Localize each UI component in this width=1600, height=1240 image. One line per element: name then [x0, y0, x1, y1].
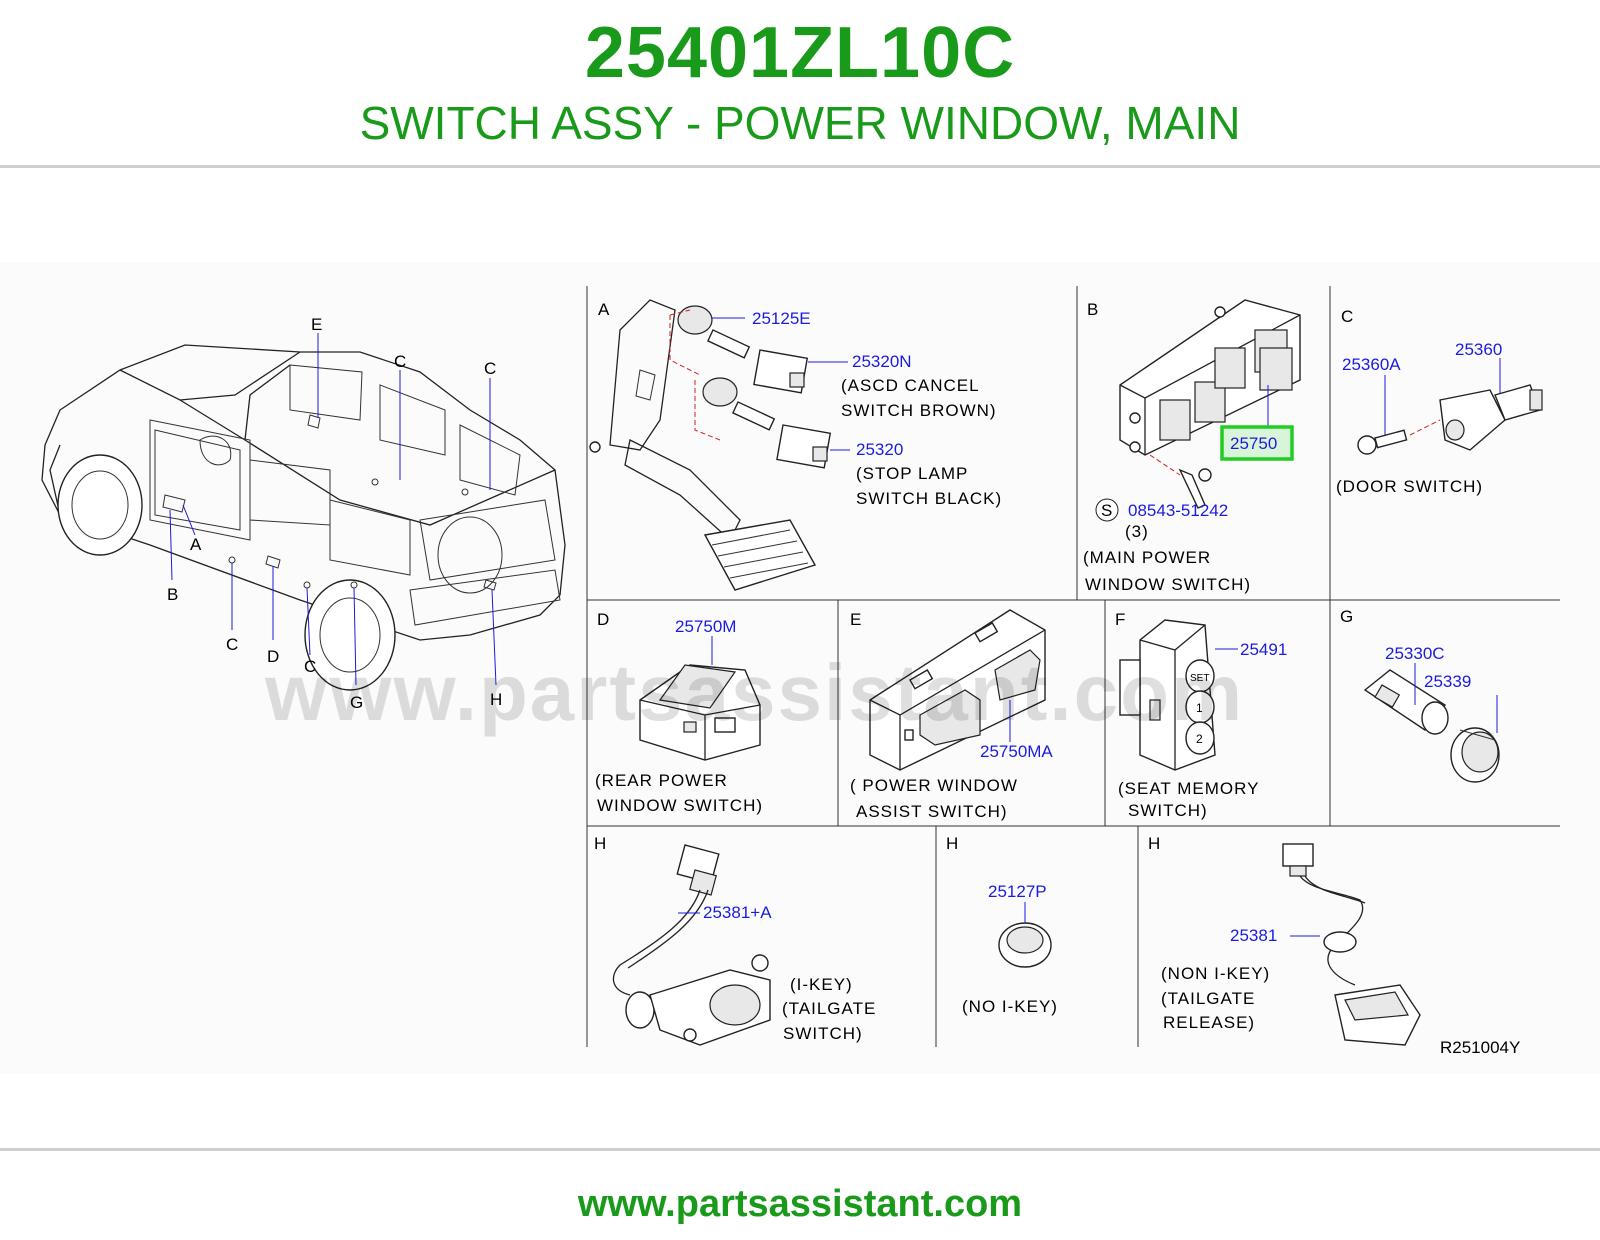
seat-button-set: SET: [1190, 673, 1209, 684]
diagram-reference-code: R251004Y: [1440, 1038, 1520, 1057]
part-name-subtitle: SWITCH ASSY - POWER WINDOW, MAIN: [359, 97, 1241, 149]
tailgate-switch-drawing: [612, 844, 771, 1046]
ascd-cancel-switch-drawing: [669, 305, 809, 394]
non-ikey-desc-line1: (NON I-KEY): [1161, 964, 1270, 983]
ikey-desc-line2: (TAILGATE: [782, 999, 876, 1018]
part-25320N[interactable]: 25320N: [852, 352, 912, 371]
ascd-desc-line2: SWITCH BROWN): [841, 401, 997, 420]
seat-button-2: 2: [1196, 732, 1203, 746]
power-window-assist-switch-drawing: [869, 609, 1046, 771]
callout-A: A: [190, 535, 202, 554]
section-H1-letter: H: [594, 834, 606, 853]
non-ikey-desc-line3: RELEASE): [1163, 1013, 1255, 1032]
assist-switch-desc-line1: ( POWER WINDOW: [850, 776, 1018, 795]
section-H3-letter: H: [1148, 834, 1160, 853]
callout-B: B: [167, 585, 179, 604]
footer-divider: [0, 1148, 1600, 1151]
rear-switch-desc-line1: (REAR POWER: [595, 771, 728, 790]
page-header: 25401ZL10C SWITCH ASSY - POWER WINDOW, M…: [0, 0, 1600, 170]
part-25360A[interactable]: 25360A: [1342, 355, 1401, 374]
callout-C-3: C: [226, 635, 239, 654]
part-25125E[interactable]: 25125E: [752, 309, 811, 328]
part-08543-51242[interactable]: 08543-51242: [1128, 501, 1228, 520]
footer-website-link[interactable]: www.partsassistant.com: [577, 1183, 1023, 1225]
highlight-box-25750: [1220, 425, 1294, 461]
screw-quantity: (3): [1125, 522, 1149, 541]
main-power-window-switch-drawing: [1119, 299, 1301, 509]
callout-G: G: [350, 693, 364, 712]
section-D-letter: D: [597, 610, 609, 629]
section-G-letter: G: [1340, 607, 1353, 626]
part-25339[interactable]: 25339: [1424, 672, 1471, 691]
section-A-letter: A: [598, 300, 610, 319]
part-25127P[interactable]: 25127P: [988, 882, 1047, 901]
seat-switch-desc-line1: (SEAT MEMORY: [1118, 779, 1259, 798]
no-ikey-desc: (NO I-KEY): [962, 997, 1058, 1016]
seat-button-1: 1: [1196, 701, 1203, 715]
screw-symbol: S: [1101, 501, 1113, 520]
stop-lamp-desc-line2: SWITCH BLACK): [856, 489, 1002, 508]
door-switch-drawing: [1357, 384, 1543, 455]
callout-E: E: [311, 315, 323, 334]
part-number-title: 25401ZL10C: [584, 13, 1016, 93]
part-25381-plus-A[interactable]: 25381+A: [703, 903, 772, 922]
stop-lamp-desc-line1: (STOP LAMP: [856, 464, 968, 483]
main-switch-desc-line1: (MAIN POWER: [1083, 548, 1211, 567]
g-switch-parts-drawing: [1363, 669, 1500, 783]
header-divider: [0, 165, 1600, 168]
assist-switch-desc-line2: ASSIST SWITCH): [856, 802, 1008, 821]
screw-symbol-circle: [1095, 498, 1119, 522]
callout-C-4: C: [304, 657, 317, 676]
part-25750MA[interactable]: 25750MA: [980, 742, 1053, 761]
stop-lamp-switch-drawing: [694, 377, 832, 469]
callout-D: D: [267, 647, 280, 666]
callout-C-1: C: [394, 352, 407, 371]
main-switch-desc-line2: WINDOW SWITCH): [1085, 575, 1251, 594]
door-switch-desc: (DOOR SWITCH): [1336, 477, 1483, 496]
tailgate-release-drawing: [1282, 843, 1421, 1046]
section-H2-letter: H: [946, 834, 958, 853]
seat-memory-switch-drawing: [1119, 619, 1216, 771]
parts-diagram: E C C A B C D C G H A: [0, 262, 1600, 1074]
seat-switch-desc-line2: SWITCH): [1128, 801, 1208, 820]
part-25320[interactable]: 25320: [856, 440, 903, 459]
section-F-letter: F: [1115, 610, 1125, 629]
part-25750M[interactable]: 25750M: [675, 617, 736, 636]
ikey-desc-line3: SWITCH): [783, 1024, 863, 1043]
watermark-text: www.partsassistant.com: [264, 648, 1244, 737]
pedal-assembly-drawing: [589, 299, 817, 591]
vehicle-illustration: [41, 344, 566, 691]
section-E-letter: E: [850, 610, 861, 629]
section-B-letter: B: [1087, 300, 1098, 319]
rear-switch-desc-line2: WINDOW SWITCH): [597, 796, 763, 815]
section-C-letter: C: [1341, 307, 1353, 326]
ascd-desc-line1: (ASCD CANCEL: [841, 376, 980, 395]
grommet-25127P-drawing: [998, 922, 1052, 968]
ikey-desc-line1: (I-KEY): [790, 975, 853, 994]
part-25330C[interactable]: 25330C: [1385, 644, 1445, 663]
non-ikey-desc-line2: (TAILGATE: [1161, 989, 1255, 1008]
part-25381[interactable]: 25381: [1230, 926, 1277, 945]
diagram-svg: E C C A B C D C G H A: [41, 286, 1560, 1057]
vehicle-callout-lines: [169, 333, 497, 686]
part-25491[interactable]: 25491: [1240, 640, 1287, 659]
rear-power-window-switch-drawing: [639, 664, 761, 761]
part-25360[interactable]: 25360: [1455, 340, 1502, 359]
part-25750-highlighted[interactable]: 25750: [1230, 434, 1277, 453]
section-grid: [586, 286, 1560, 1047]
callout-C-2: C: [484, 359, 497, 378]
callout-H: H: [490, 690, 503, 709]
